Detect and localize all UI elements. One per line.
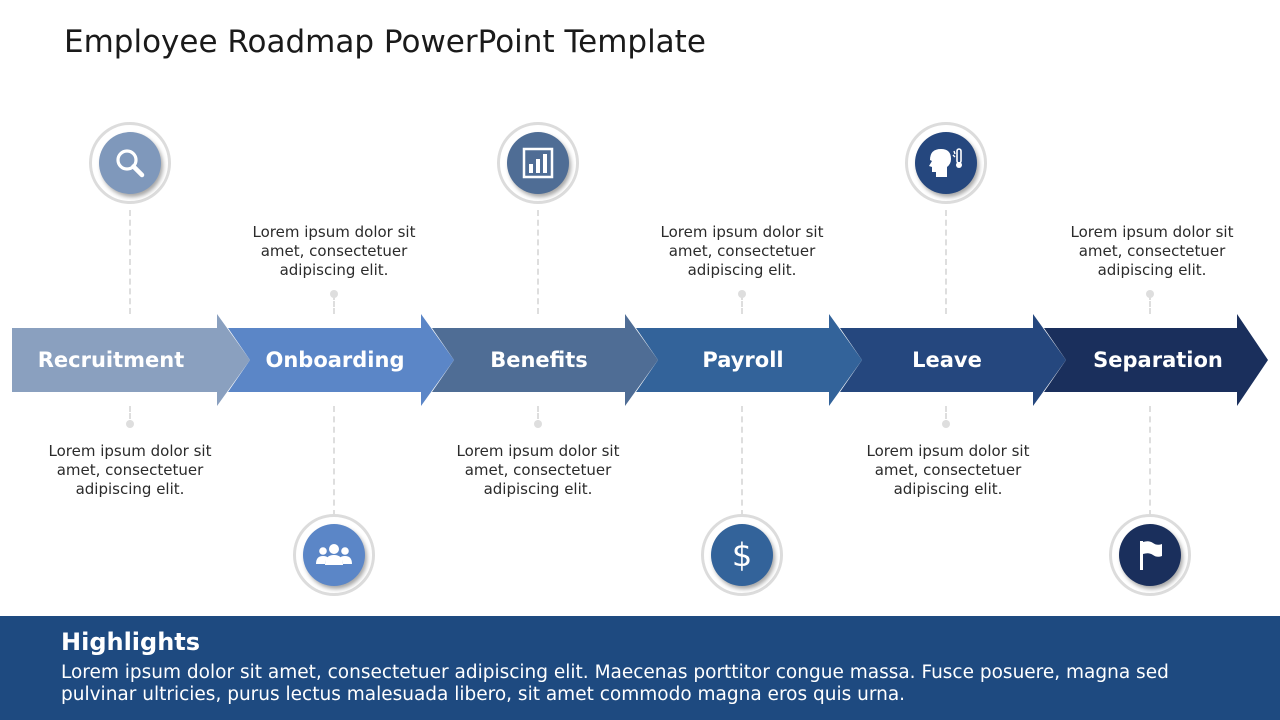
- icon-badge-benefits: [497, 122, 579, 204]
- dollar-icon: $: [732, 537, 752, 573]
- stage-description-onboarding: Lorem ipsum dolor sit amet, consectetuer…: [252, 223, 416, 279]
- stage-arrow-benefits: Benefits: [432, 314, 658, 406]
- icon-badge-leave: [905, 122, 987, 204]
- icon-badge-separation: [1109, 514, 1191, 596]
- connector-recruitment: [129, 210, 131, 314]
- stage-label: Onboarding: [265, 348, 405, 372]
- icon-badge-recruitment: [89, 122, 171, 204]
- stage-description-payroll: Lorem ipsum dolor sit amet, consectetuer…: [660, 223, 824, 279]
- bar-chart-icon: [522, 147, 554, 179]
- stage-label: Leave: [912, 348, 982, 372]
- highlights-text: Lorem ipsum dolor sit amet, consectetuer…: [61, 662, 1169, 705]
- connector-dot: [1146, 290, 1154, 298]
- stage-arrow-separation: Separation: [1044, 314, 1268, 406]
- connector-onboarding: [333, 406, 335, 516]
- connector-dot: [942, 420, 950, 428]
- arrow-shape: [840, 314, 1066, 406]
- svg-text:$: $: [732, 537, 752, 573]
- arrow-shape: [1044, 314, 1268, 406]
- arrow-shape: [12, 314, 250, 406]
- stage-arrow-payroll: Payroll: [636, 314, 862, 406]
- connector-payroll: [741, 406, 743, 516]
- slide-title: Employee Roadmap PowerPoint Template: [64, 24, 706, 60]
- connector-leave-below: [945, 406, 947, 426]
- connector-separation-above: [1149, 294, 1151, 314]
- arrow-shape: [432, 314, 658, 406]
- connector-dot: [126, 420, 134, 428]
- stage-arrow-onboarding: Onboarding: [228, 314, 454, 406]
- stage-description-separation: Lorem ipsum dolor sit amet, consectetuer…: [1070, 223, 1234, 279]
- users-icon: [316, 544, 352, 565]
- stage-label: Separation: [1093, 348, 1223, 372]
- icon-badge-onboarding: [293, 514, 375, 596]
- connector-dot: [330, 290, 338, 298]
- arrow-shape: [636, 314, 862, 406]
- stage-description-recruitment: Lorem ipsum dolor sit amet, consectetuer…: [48, 442, 212, 498]
- arrow-shape: [228, 314, 454, 406]
- connector-recruitment-below: [129, 406, 131, 426]
- stage-arrow-recruitment: Recruitment: [12, 314, 250, 406]
- head-thermometer-icon: [929, 148, 962, 177]
- highlights-panel: Highlights Lorem ipsum dolor sit amet, c…: [0, 616, 1280, 720]
- connector-dot: [534, 420, 542, 428]
- connector-dot: [738, 290, 746, 298]
- stage-label: Payroll: [702, 348, 784, 372]
- stage-description-leave: Lorem ipsum dolor sit amet, consectetuer…: [866, 442, 1030, 498]
- connector-benefits: [537, 210, 539, 314]
- stage-label: Benefits: [490, 348, 588, 372]
- search-icon: [116, 149, 145, 178]
- connector-separation: [1149, 406, 1151, 516]
- connector-benefits-below: [537, 406, 539, 426]
- connector-onboarding-above: [333, 294, 335, 314]
- flag-icon: [1140, 541, 1162, 570]
- stage-arrow-leave: Leave: [840, 314, 1066, 406]
- stage-description-benefits: Lorem ipsum dolor sit amet, consectetuer…: [456, 442, 620, 498]
- connector-payroll-above: [741, 294, 743, 314]
- highlights-heading: Highlights: [61, 628, 201, 656]
- icon-badge-payroll: $: [701, 514, 783, 596]
- connector-leave: [945, 210, 947, 314]
- stage-label: Recruitment: [37, 348, 185, 372]
